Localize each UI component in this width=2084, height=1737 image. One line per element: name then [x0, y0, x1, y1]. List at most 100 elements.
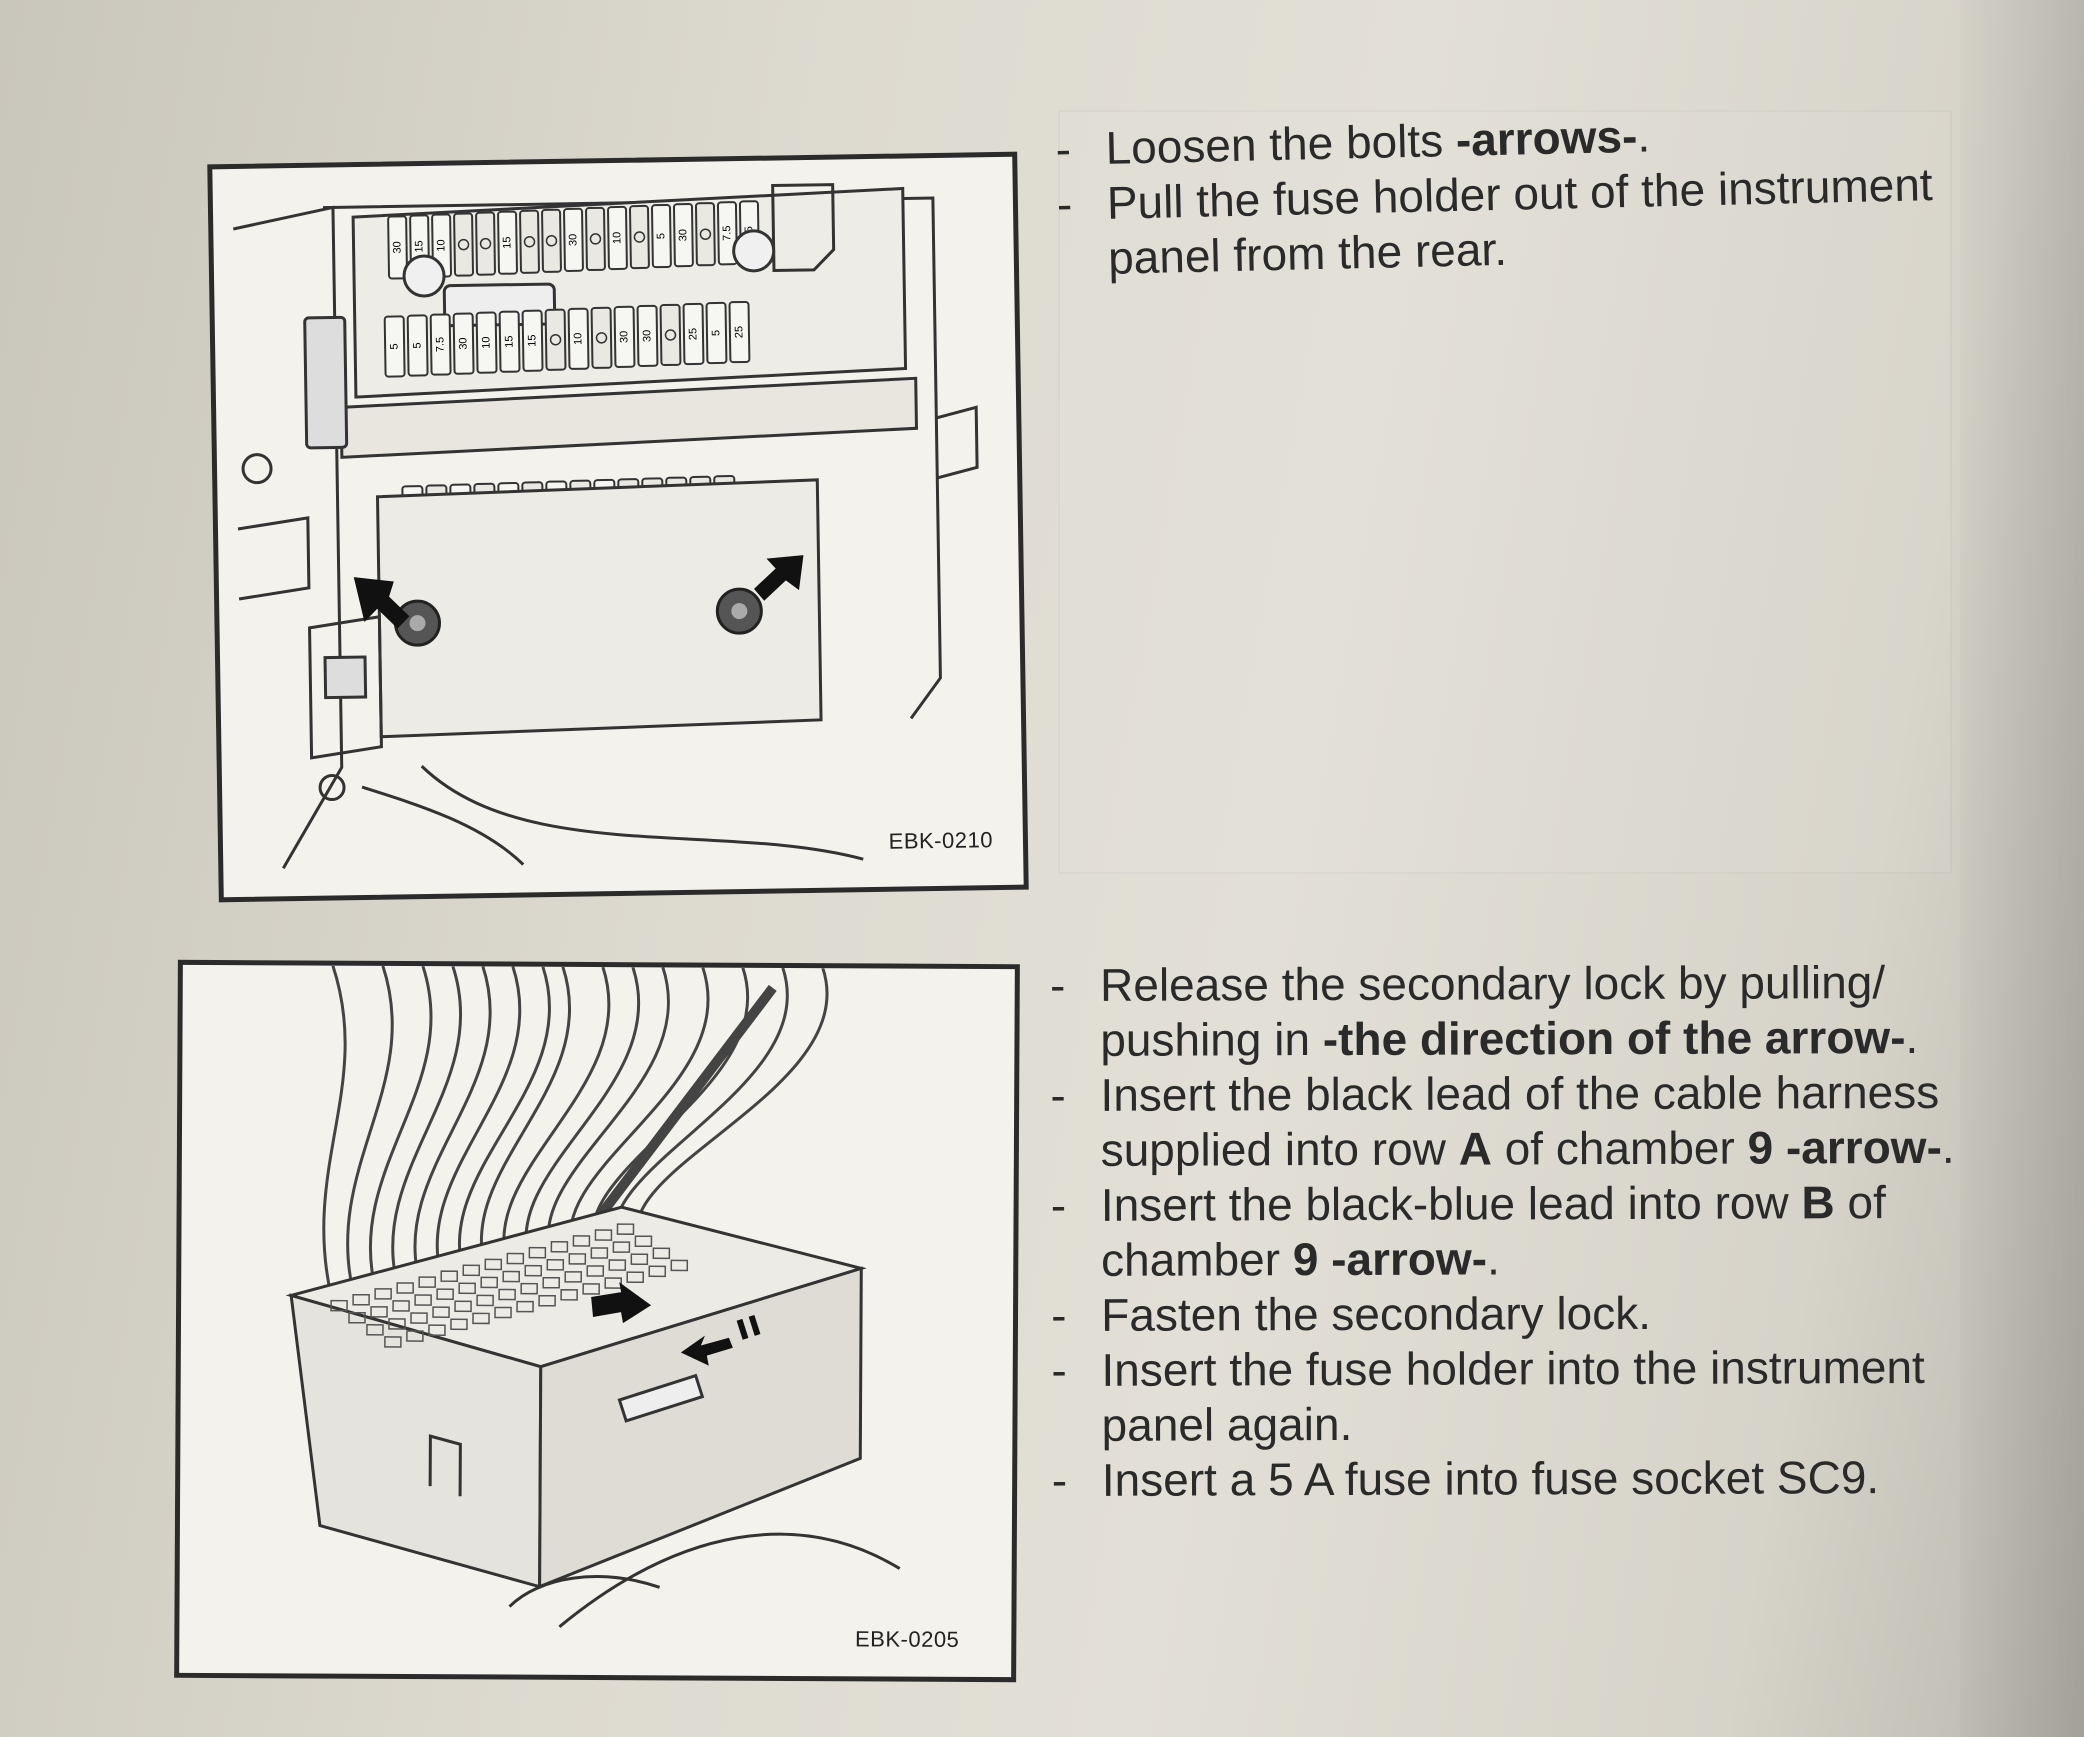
wire	[635, 967, 829, 1242]
fuse	[453, 212, 474, 277]
step-bullet	[1056, 176, 1097, 232]
step-bullet	[1050, 958, 1090, 1013]
fuse: 7.5	[716, 201, 738, 266]
connector-cell	[388, 1318, 406, 1330]
fuse: 5	[650, 203, 672, 269]
fuse-rating-label: 25	[733, 326, 745, 338]
step-text: Pull the fuse holder out of the instrume…	[1106, 158, 1934, 284]
connector-cell	[612, 1241, 631, 1253]
fuse: 5	[705, 301, 728, 365]
fuse: 15	[497, 210, 518, 275]
connector-cell	[528, 1246, 547, 1259]
connector-cell	[572, 1235, 591, 1247]
connector-cell	[546, 1258, 565, 1271]
step-text: .	[1636, 109, 1651, 162]
fuse-rating-label: 5	[710, 330, 722, 336]
fuse-rating-label: 10	[572, 333, 584, 345]
connector-cell	[418, 1276, 436, 1288]
connector-cell	[652, 1247, 671, 1260]
fuse-rating-label: 30	[457, 337, 469, 349]
connector-cell	[480, 1276, 498, 1289]
fuse: 30	[672, 203, 694, 268]
fuse: 30	[387, 215, 409, 280]
connector-cell	[436, 1288, 454, 1301]
step-bullet	[1055, 121, 1096, 177]
step-text-bold: -the direction of the arrow-	[1322, 1011, 1906, 1066]
fuse	[694, 202, 716, 267]
step-text: Loosen the bolts	[1105, 113, 1457, 174]
fuse-rating-label: 30	[567, 234, 579, 246]
connector-cell	[502, 1270, 521, 1283]
arrow-insert-icon	[591, 1282, 652, 1324]
fuse: 30	[563, 207, 584, 272]
fuse: 7.5	[429, 313, 452, 376]
step-text: .	[1905, 1010, 1919, 1064]
connector-cell	[494, 1306, 512, 1319]
instruction-step: Insert the black-blue lead into row B of…	[1051, 1175, 1961, 1288]
fuse	[629, 204, 650, 270]
fuse-rating-label: 10	[480, 336, 492, 348]
connector-cell	[634, 1235, 653, 1248]
connector-cell	[586, 1265, 605, 1277]
connector-cell	[516, 1300, 534, 1313]
fuse	[659, 303, 682, 367]
connector-cell	[484, 1258, 503, 1271]
fuse-rating-label: 7.5	[434, 337, 446, 352]
connector-cell	[648, 1265, 667, 1278]
connector-cell	[604, 1277, 622, 1289]
connector-cell	[550, 1241, 569, 1253]
fuse: 5	[383, 315, 406, 378]
connector-illustration	[285, 965, 901, 1628]
instruction-step: Pull the fuse holder out of the instrume…	[1056, 156, 1968, 287]
fuse-rating-label: 5	[655, 233, 667, 239]
fuse	[541, 208, 562, 273]
step-text: Fasten the secondary lock.	[1101, 1286, 1652, 1341]
connector-cell	[630, 1253, 649, 1266]
instruction-step: Release the secondary lock by pulling/ p…	[1050, 955, 1960, 1068]
wire	[457, 966, 551, 1273]
step-text-bold: 9 -arrow-	[1292, 1232, 1488, 1286]
fuse: 25	[728, 300, 751, 364]
step-bullet	[1051, 1288, 1091, 1343]
connector-cell	[432, 1306, 450, 1318]
connector-cell	[352, 1293, 370, 1306]
connector-cell	[454, 1300, 472, 1313]
fuse-rating-label: 30	[391, 241, 403, 253]
arrow-right-icon	[753, 555, 804, 601]
wire	[524, 966, 641, 1262]
connector-cell	[384, 1336, 402, 1348]
fuse: 30	[636, 304, 659, 368]
fuse-rating-label: 15	[526, 335, 538, 347]
connector-cell	[506, 1252, 525, 1265]
fuse-rating-label: 15	[503, 335, 515, 347]
wire	[435, 966, 522, 1277]
connector-cell	[626, 1271, 645, 1283]
fuse: 15	[521, 309, 544, 372]
fuse: 25	[682, 302, 705, 366]
fuse-rating-label: 10	[435, 239, 447, 251]
step-bullet	[1051, 1178, 1091, 1233]
bolt-right	[715, 587, 763, 635]
arrow-left-icon	[353, 577, 410, 629]
fuse	[544, 308, 567, 371]
step-bullet	[1052, 1453, 1092, 1508]
step-text: .	[1486, 1232, 1500, 1285]
connector-cell	[330, 1299, 348, 1312]
wire	[546, 966, 670, 1258]
connector-cell	[374, 1288, 392, 1300]
wire	[346, 965, 394, 1293]
fuse-rating-label: 25	[687, 328, 699, 340]
fuse-rating-label: 30	[677, 229, 689, 241]
step-text-bold: B	[1801, 1176, 1835, 1229]
connector-cell	[348, 1311, 366, 1324]
page-edge-shadow	[1960, 0, 2084, 1737]
fuse: 15	[498, 310, 521, 373]
wire	[479, 966, 571, 1269]
wire	[322, 965, 347, 1296]
fuse: 10	[475, 311, 498, 374]
connector-cell	[594, 1229, 613, 1241]
connector-cell	[396, 1282, 414, 1294]
